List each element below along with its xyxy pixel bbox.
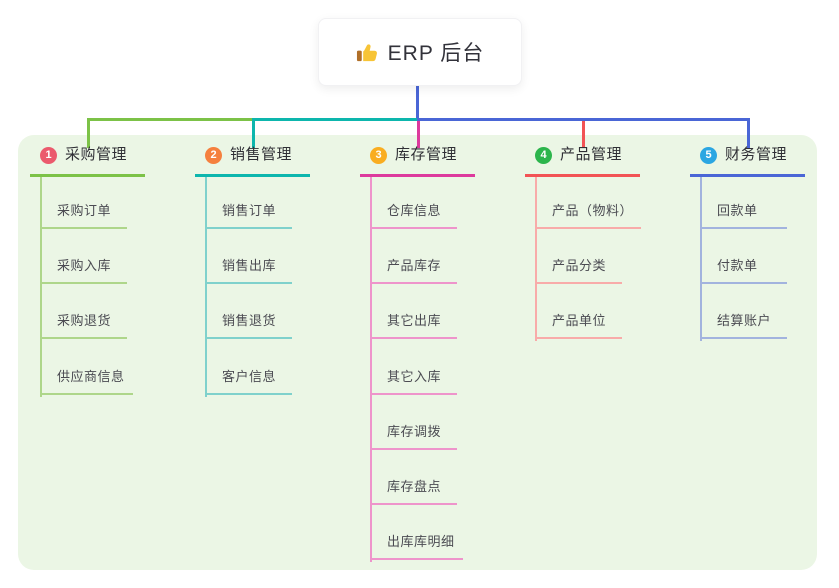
branch-number-badge: 2	[205, 146, 222, 164]
branch-header[interactable]: 4 产品管理	[525, 145, 640, 177]
mindmap-child-node[interactable]: 采购订单	[40, 202, 127, 229]
mindmap-child-node[interactable]: 销售退货	[205, 312, 292, 340]
branch-label: 库存管理	[395, 146, 458, 163]
mindmap-child-node[interactable]: 库存盘点	[370, 478, 457, 505]
connector-line	[582, 121, 585, 148]
mindmap-child-node[interactable]: 采购退货	[40, 312, 127, 340]
mindmap-child-node[interactable]: 仓库信息	[370, 202, 457, 229]
branch-header[interactable]: 3 库存管理	[360, 145, 475, 177]
branch-number-badge: 5	[700, 146, 717, 164]
mindmap-child-node[interactable]: 付款单	[700, 257, 787, 285]
branch-label: 采购管理	[65, 146, 128, 163]
mindmap-child-node[interactable]: 其它出库	[370, 312, 457, 340]
mindmap-child-node[interactable]: 出库库明细	[370, 533, 463, 561]
mindmap-child-node[interactable]: 结算账户	[700, 312, 787, 340]
connector-line	[205, 177, 207, 397]
thumbs-up-icon	[356, 41, 379, 64]
branch-label: 产品管理	[560, 146, 623, 163]
connector-line	[700, 177, 702, 342]
mindmap-child-node[interactable]: 其它入库	[370, 368, 457, 395]
connector-line	[87, 118, 252, 121]
mindmap-child-node[interactable]: 产品库存	[370, 257, 457, 285]
connector-line	[416, 84, 419, 121]
mindmap-child-node[interactable]: 产品分类	[535, 257, 622, 285]
connector-line	[252, 121, 255, 148]
connector-line	[370, 177, 372, 563]
branch-number-badge: 4	[535, 146, 552, 164]
mindmap-child-node[interactable]: 采购入库	[40, 257, 127, 285]
branch-header[interactable]: 5 财务管理	[690, 145, 805, 177]
mindmap-child-node[interactable]: 库存调拨	[370, 423, 457, 450]
branches-panel	[18, 135, 817, 570]
connector-line	[747, 121, 750, 148]
mindmap-child-node[interactable]: 产品（物料）	[535, 202, 642, 229]
connector-line	[417, 118, 750, 121]
root-title: ERP 后台	[387, 42, 485, 65]
mindmap-child-node[interactable]: 供应商信息	[40, 368, 133, 395]
branch-number-badge: 3	[370, 146, 387, 164]
mindmap-child-node[interactable]: 客户信息	[205, 368, 292, 395]
connector-line	[40, 177, 42, 397]
branch-label: 财务管理	[725, 146, 788, 163]
branch-label: 销售管理	[230, 146, 293, 163]
branch-header[interactable]: 2 销售管理	[195, 145, 310, 177]
connector-line	[535, 177, 537, 342]
connector-line	[87, 121, 90, 148]
connector-line	[252, 118, 417, 121]
mindmap-child-node[interactable]: 产品单位	[535, 312, 622, 340]
mindmap-child-node[interactable]: 销售出库	[205, 257, 292, 285]
branch-number-badge: 1	[40, 146, 57, 164]
root-node[interactable]: ERP 后台	[318, 18, 522, 86]
mindmap-child-node[interactable]: 销售订单	[205, 202, 292, 229]
connector-line	[417, 121, 420, 148]
branch-header[interactable]: 1 采购管理	[30, 145, 145, 177]
mindmap-child-node[interactable]: 回款单	[700, 202, 787, 229]
